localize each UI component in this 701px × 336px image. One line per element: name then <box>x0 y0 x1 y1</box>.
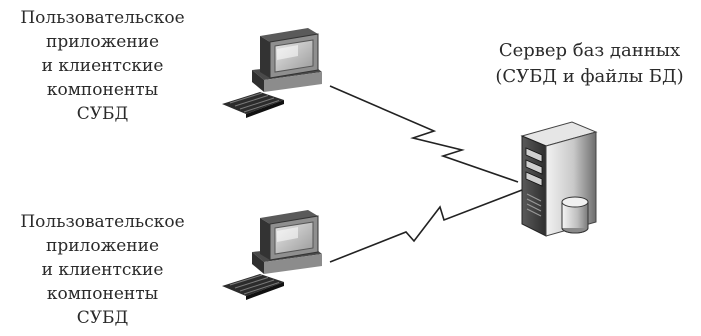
database-cylinder-icon <box>561 196 589 234</box>
server-label-line-1: Сервер баз данных <box>498 40 681 61</box>
client-2-label-line-2: приложение <box>46 236 159 256</box>
server-label-line-2: (СУБД и файлы БД) <box>495 66 684 87</box>
client-1-label-line-4: компоненты <box>46 80 159 100</box>
client-1-label-line-3: и клиентские <box>41 56 164 76</box>
desktop-computer-icon <box>222 210 322 300</box>
client-2-label-line-4: компоненты <box>46 284 159 304</box>
lightning-link-icon <box>329 189 523 263</box>
link-client-2-server <box>329 189 523 263</box>
client-2-label-line-3: и клиентские <box>41 260 164 280</box>
client-1-label-line-5: СУБД <box>76 104 129 124</box>
client-2-label-line-5: СУБД <box>76 308 129 328</box>
client-1-label-line-1: Пользовательское <box>20 8 185 28</box>
server-label: Сервер баз данных (СУБД и файлы БД) <box>478 38 701 90</box>
client-2-label: Пользовательское приложение и клиентские… <box>0 210 205 330</box>
lightning-link-icon <box>329 85 519 183</box>
desktop-computer-icon <box>222 28 322 118</box>
link-client-1-server <box>329 85 519 183</box>
client-2-label-line-1: Пользовательское <box>20 212 185 232</box>
client-1-label-line-2: приложение <box>46 32 159 52</box>
client-1-label: Пользовательское приложение и клиентские… <box>0 6 205 126</box>
